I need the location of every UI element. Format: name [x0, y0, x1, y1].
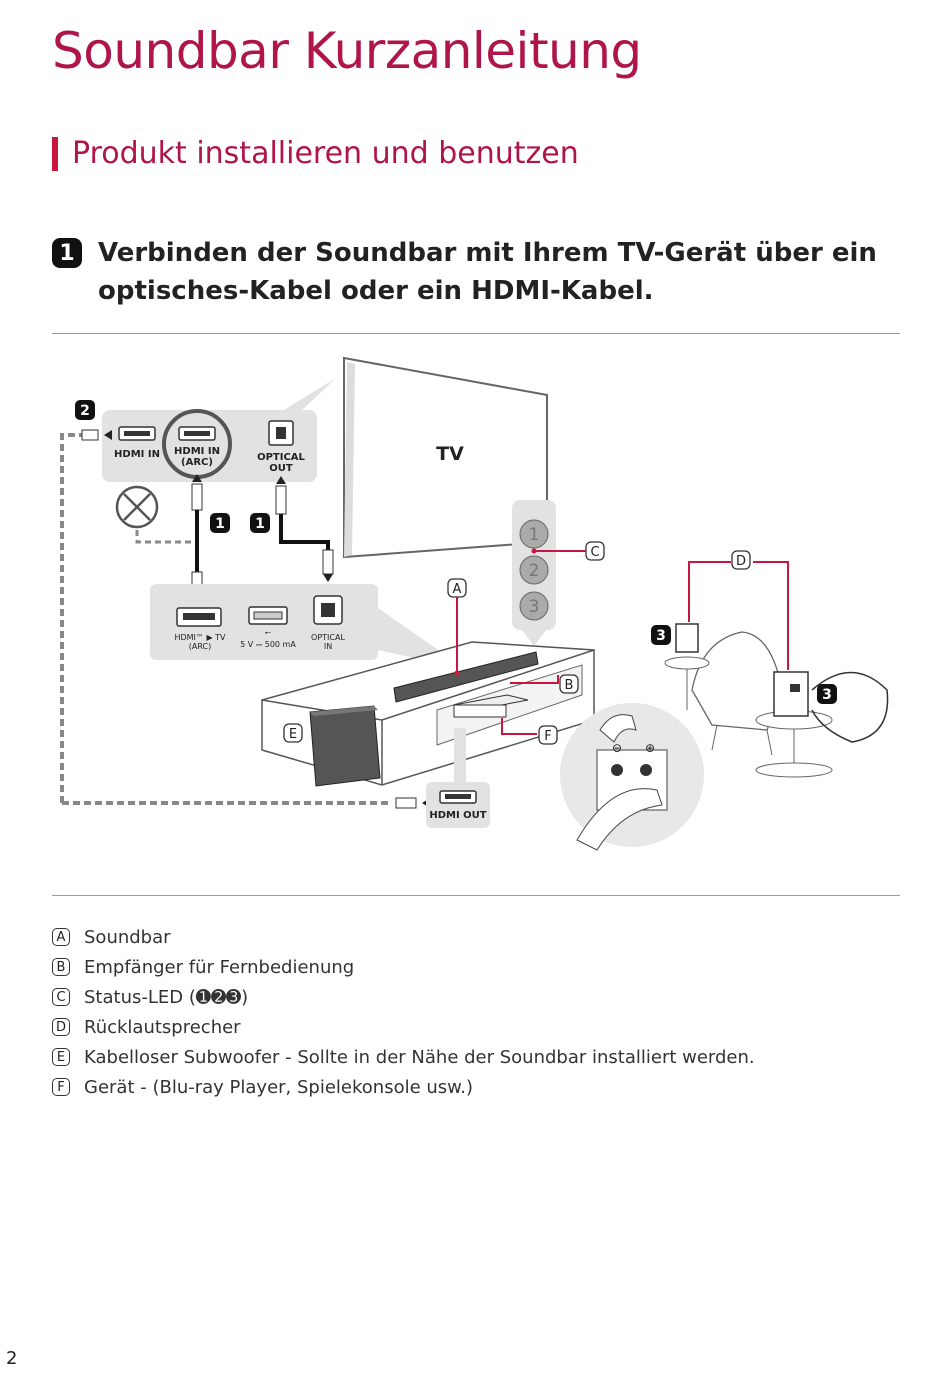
- step-badge-1-optical: [250, 513, 270, 533]
- svg-text:1: 1: [529, 525, 540, 545]
- svg-text:D: D: [736, 554, 746, 569]
- step-badge-3-left: [651, 625, 671, 645]
- section-heading: Produkt installieren und benutzen: [52, 136, 579, 171]
- step-badge-2: [75, 400, 95, 420]
- tv-label: TV: [436, 443, 464, 465]
- svg-text:1: 1: [215, 516, 225, 532]
- legend-item: B Empfänger für Fernbedienung: [52, 952, 755, 982]
- connection-diagram: TV HDMI IN HDMI IN (ARC) OPTICAL OUT 2 1…: [60, 356, 889, 851]
- legend-letter: F: [52, 1078, 70, 1096]
- legend-item: A Soundbar: [52, 922, 755, 952]
- legend-text: Soundbar: [84, 926, 171, 948]
- step-badge-1-hdmi: [210, 513, 230, 533]
- svg-text:3: 3: [656, 628, 666, 644]
- callout-e: [283, 723, 303, 743]
- legend-letter: B: [52, 958, 70, 976]
- soundbar-hdmi-label: HDMI™ ▶ TV: [174, 633, 226, 642]
- legend-item: E Kabelloser Subwoofer - Sollte in der N…: [52, 1042, 755, 1072]
- section-title: Produkt installieren und benutzen: [72, 136, 579, 171]
- soundbar: [393, 651, 539, 703]
- svg-text:E: E: [289, 727, 297, 742]
- svg-text:⊖: ⊖: [612, 741, 622, 755]
- legend-text: Empfänger für Fernbedienung: [84, 956, 355, 978]
- top-divider: [52, 333, 900, 334]
- legend-letter: C: [52, 988, 70, 1006]
- legend-list: A Soundbar B Empfänger für Fernbedienung…: [52, 922, 755, 1102]
- device-hdmi-out-label: HDMI OUT: [429, 810, 486, 821]
- legend-text: Rücklautsprecher: [84, 1016, 241, 1038]
- tv-optical-out-label: OPTICAL: [257, 452, 305, 463]
- svg-text:C: C: [590, 545, 599, 560]
- svg-text:2: 2: [529, 561, 540, 581]
- rear-speaker-right: [773, 671, 809, 717]
- step-text: Verbinden der Soundbar mit Ihrem TV-Gerä…: [98, 238, 877, 306]
- callout-c: [585, 541, 605, 561]
- svg-text:F: F: [544, 729, 551, 744]
- finger-hand: [576, 788, 663, 851]
- svg-text:B: B: [565, 678, 574, 693]
- svg-text:1: 1: [255, 516, 265, 532]
- tv-hdmi-arc-label: HDMI IN: [174, 446, 220, 457]
- callout-d: [731, 550, 751, 570]
- usb-icon: ⭠: [265, 628, 272, 637]
- section-accent-bar: [52, 136, 58, 171]
- legend-item: F Gerät - (Blu-ray Player, Spielekonsole…: [52, 1072, 755, 1102]
- usb-label: 5 V ⎓ 500 mA: [240, 640, 296, 649]
- legend-item: D Rücklautsprecher: [52, 1012, 755, 1042]
- callout-f: [538, 725, 558, 745]
- step-badge-3-right: [817, 684, 837, 704]
- svg-text:A: A: [453, 582, 462, 597]
- legend-letter: D: [52, 1018, 70, 1036]
- soundbar-hdmi-label-2: (ARC): [189, 642, 211, 651]
- legend-letter: E: [52, 1048, 70, 1066]
- legend-text: Kabelloser Subwoofer - Sollte in der Näh…: [84, 1046, 755, 1068]
- svg-text:3: 3: [822, 687, 832, 703]
- legend-item: C Status-LED (➊➋➌): [52, 982, 755, 1012]
- callout-b: [559, 674, 579, 694]
- optical-in-label-2: IN: [324, 642, 332, 651]
- subwoofer: [309, 705, 381, 787]
- page-title: Soundbar Kurzanleitung: [52, 22, 642, 80]
- page-number: 2: [6, 1348, 18, 1369]
- svg-text:2: 2: [80, 403, 90, 419]
- legend-text: Status-LED (➊➋➌): [84, 986, 249, 1008]
- step-heading: 1 Verbinden der Soundbar mit Ihrem TV-Ge…: [52, 234, 878, 310]
- bottom-divider: [52, 895, 900, 896]
- tv-hdmi-arc-label-2: (ARC): [181, 457, 213, 468]
- device-port-panel: [426, 782, 490, 828]
- svg-text:⊕: ⊕: [645, 741, 655, 755]
- tv-hdmi-in-label: HDMI IN: [114, 449, 160, 460]
- optical-in-label: OPTICAL: [311, 633, 345, 642]
- rear-speaker-left: [675, 623, 699, 653]
- dashed-hdmi-cable: [60, 433, 82, 803]
- optical-cable: [279, 514, 330, 550]
- tv-port-panel: [102, 410, 317, 482]
- device-box: [453, 704, 507, 718]
- legend-text: Gerät - (Blu-ray Player, Spielekonsole u…: [84, 1076, 473, 1098]
- tv-optical-out-label-2: OUT: [269, 463, 293, 474]
- legend-letter: A: [52, 928, 70, 946]
- callout-a: [447, 578, 467, 598]
- step-number-badge: 1: [52, 238, 82, 268]
- svg-text:3: 3: [529, 597, 540, 617]
